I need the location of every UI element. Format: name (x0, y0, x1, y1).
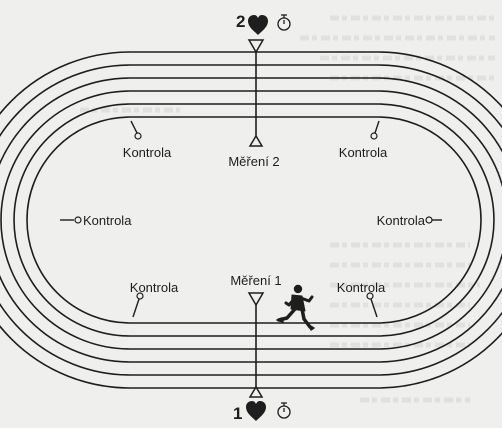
measurement-2-top-triangle (247, 39, 265, 54)
checkpoint-label: Kontrola (337, 280, 386, 295)
checkpoint-bottom-right: Kontrola (337, 280, 386, 318)
lane-line-1 (26, 116, 482, 324)
measurement-1-number: 1 (233, 404, 242, 423)
checkpoint-right: Kontrola (377, 213, 442, 228)
runner-icon (276, 284, 315, 331)
lane-line-4 (0, 77, 502, 363)
stopwatch-icon (277, 402, 291, 419)
measurement-2-label: Měření 2 (228, 154, 279, 169)
checkpoint-label: Kontrola (339, 145, 388, 160)
stopwatch-icon (277, 14, 291, 31)
checkpoint-label: Kontrola (130, 280, 179, 295)
lane-line-5 (0, 64, 502, 376)
heart-icon (246, 401, 266, 421)
measurement-2-number: 2 (236, 12, 245, 31)
track-lanes (0, 51, 502, 389)
heart-icon (248, 15, 268, 35)
measurement-1-bottom-triangle (248, 385, 264, 398)
measurement-1-top-triangle (247, 292, 265, 307)
measurement-2-bottom-triangle (248, 134, 264, 147)
checkpoint-label: Kontrola (123, 145, 172, 160)
measurement-1-label: Měření 1 (230, 273, 281, 288)
checkpoint-label: Kontrola (83, 213, 132, 228)
checkpoint-top-right: Kontrola (339, 120, 388, 160)
checkpoint-left: Kontrola (60, 213, 132, 228)
checkpoint-label: Kontrola (377, 213, 426, 228)
checkpoint-top-left: Kontrola (123, 120, 172, 160)
lane-line-6 (0, 51, 502, 389)
checkpoint-bottom-left: Kontrola (130, 280, 179, 318)
lane-line-2 (13, 103, 495, 337)
lane-line-3 (0, 90, 502, 350)
